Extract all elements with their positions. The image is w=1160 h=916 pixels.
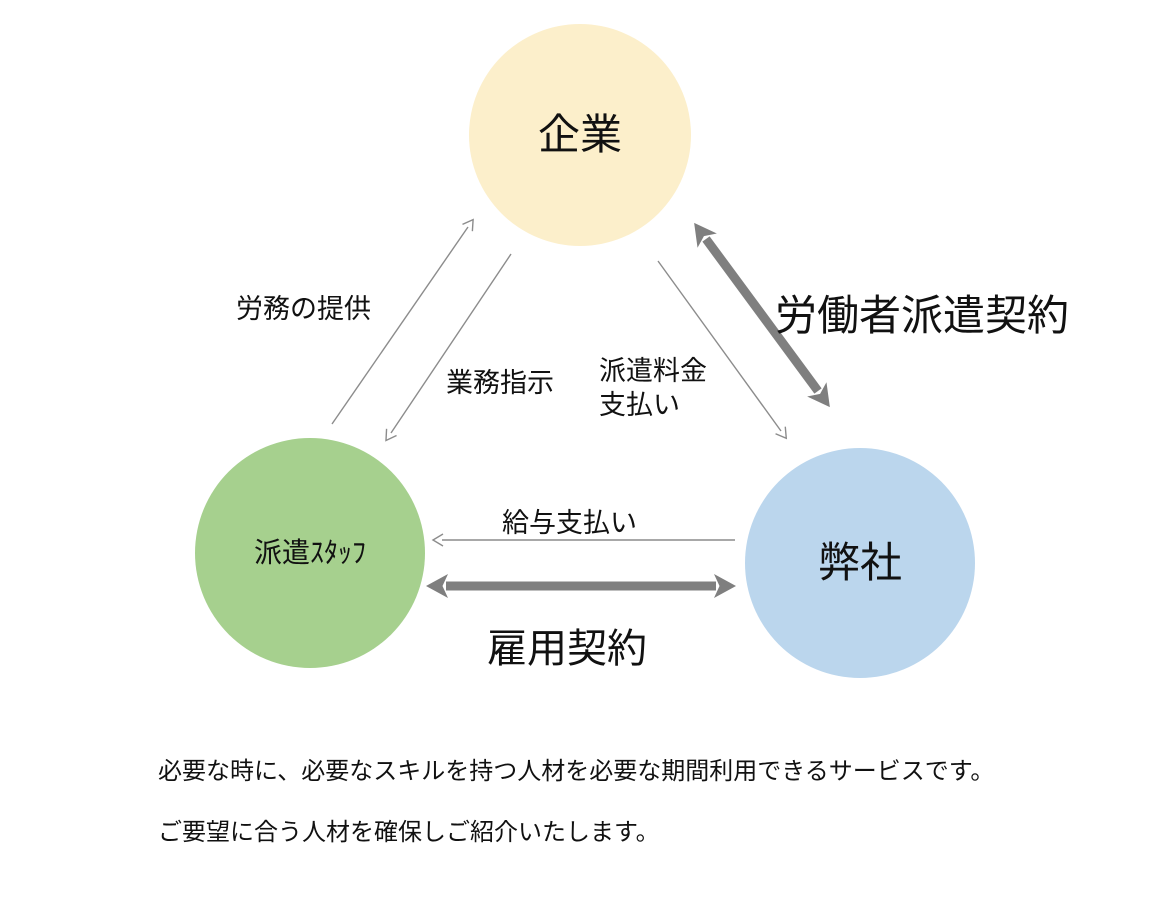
arrow-work-instruction [385, 253, 512, 442]
service-description: 必要な時に、必要なスキルを持つ人材を必要な期間利用できるサービスです。 ご要望に… [158, 760, 994, 845]
work-instruction-label: 業務指示 [446, 368, 554, 398]
dispatch-staff-label: 派遣ｽﾀｯﾌ [253, 537, 366, 568]
our-company-label: 弊社 [817, 539, 902, 586]
worker-dispatch-contract-label: 労働者派遣契約 [775, 292, 1070, 339]
employment-contract-label: 雇用契約 [487, 627, 647, 671]
dispatch-staff-node: 派遣ｽﾀｯﾌ [195, 438, 425, 668]
salary-payment-label: 給与支払い [502, 508, 637, 538]
labor-provision-label: 労務の提供 [236, 294, 371, 324]
our-company-node: 弊社 [745, 448, 975, 678]
service-description-line2: ご要望に合う人材を確保しご紹介いたします。 [158, 819, 660, 846]
company-label: 企業 [537, 111, 622, 158]
dispatch-fee-payment-label: 派遣料金 支払い [599, 356, 707, 420]
service-description-line1: 必要な時に、必要なスキルを持つ人材を必要な期間利用できるサービスです。 [158, 758, 995, 785]
company-node: 企業 [469, 24, 691, 246]
